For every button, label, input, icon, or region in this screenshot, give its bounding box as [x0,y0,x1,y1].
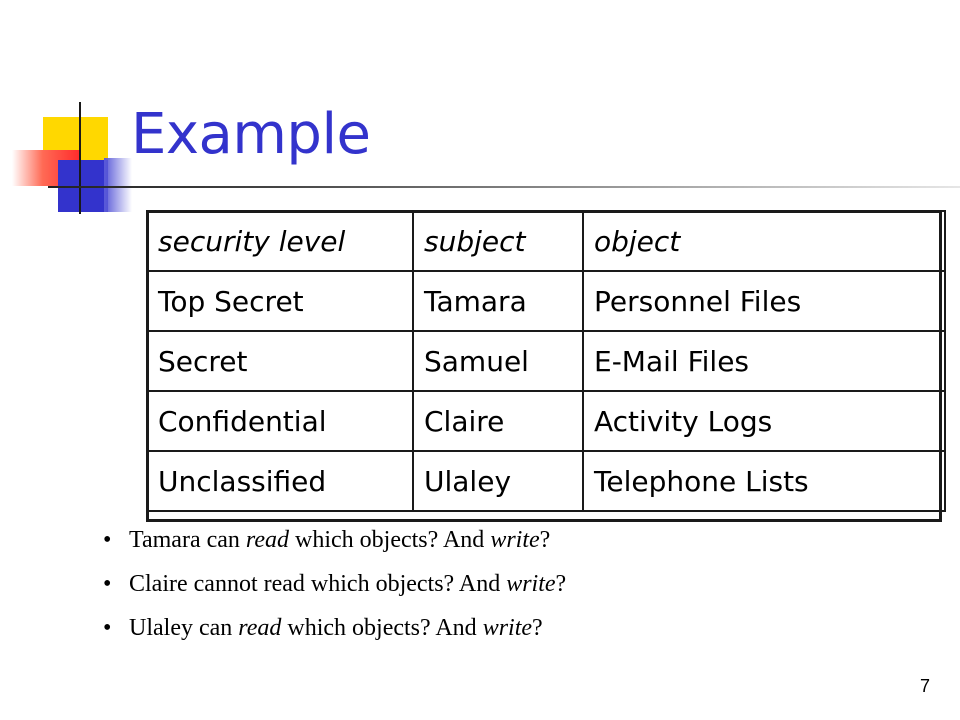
table-header-row: security level subject object [146,210,946,272]
cell-object: E-Mail Files [582,330,946,392]
cell-subject: Samuel [412,330,584,392]
bullet-emphasis: write [490,527,540,553]
bullet-text: Claire cannot read which objects? And [129,571,507,597]
bullet-text: Tamara can [129,527,246,553]
bullet-emphasis: read [245,527,290,553]
cell-security-level: Confidential [146,390,414,452]
bullet-emphasis: write [482,615,533,641]
cell-subject: Tamara [412,270,584,332]
cell-subject: Ulaley [412,450,584,512]
table-row: Unclassified Ulaley Telephone Lists [146,450,946,512]
logo-blue-fade [104,158,132,212]
table-row: Secret Samuel E-Mail Files [146,330,946,392]
slide-title: Example [131,102,371,167]
bullet-text: Ulaley can [129,615,239,641]
bullet-text: ? [539,527,551,553]
bullet-emphasis: write [506,571,556,597]
question-list: • Tamara can read which objects? And writ… [103,518,566,650]
logo-vertical-line [79,102,81,214]
title-underline [48,186,960,188]
header-object: object [582,210,946,272]
cell-object: Personnel Files [582,270,946,332]
list-item: • Ulaley can read which objects? And writ… [103,606,566,650]
cell-subject: Claire [412,390,584,452]
bullet-text: which objects? And [281,615,483,641]
list-item: • Claire cannot read which objects? And w… [103,562,566,606]
security-table: security level subject object Top Secret… [146,210,946,512]
header-subject: subject [412,210,584,272]
bullet-text: ? [555,571,567,597]
cell-security-level: Secret [146,330,414,392]
cell-object: Activity Logs [582,390,946,452]
cell-security-level: Top Secret [146,270,414,332]
list-item: • Tamara can read which objects? And writ… [103,518,566,562]
bullet-emphasis: read [238,615,282,641]
bullet-marker: • [103,527,112,553]
bullet-text: which objects? And [289,527,491,553]
page-number: 7 [919,676,930,696]
table-row: Confidential Claire Activity Logs [146,390,946,452]
cell-security-level: Unclassified [146,450,414,512]
cell-object: Telephone Lists [582,450,946,512]
table-row: Top Secret Tamara Personnel Files [146,270,946,332]
bullet-marker: • [103,615,112,641]
header-security-level: security level [146,210,414,272]
bullet-text: ? [532,615,543,641]
bullet-marker: • [103,571,112,597]
